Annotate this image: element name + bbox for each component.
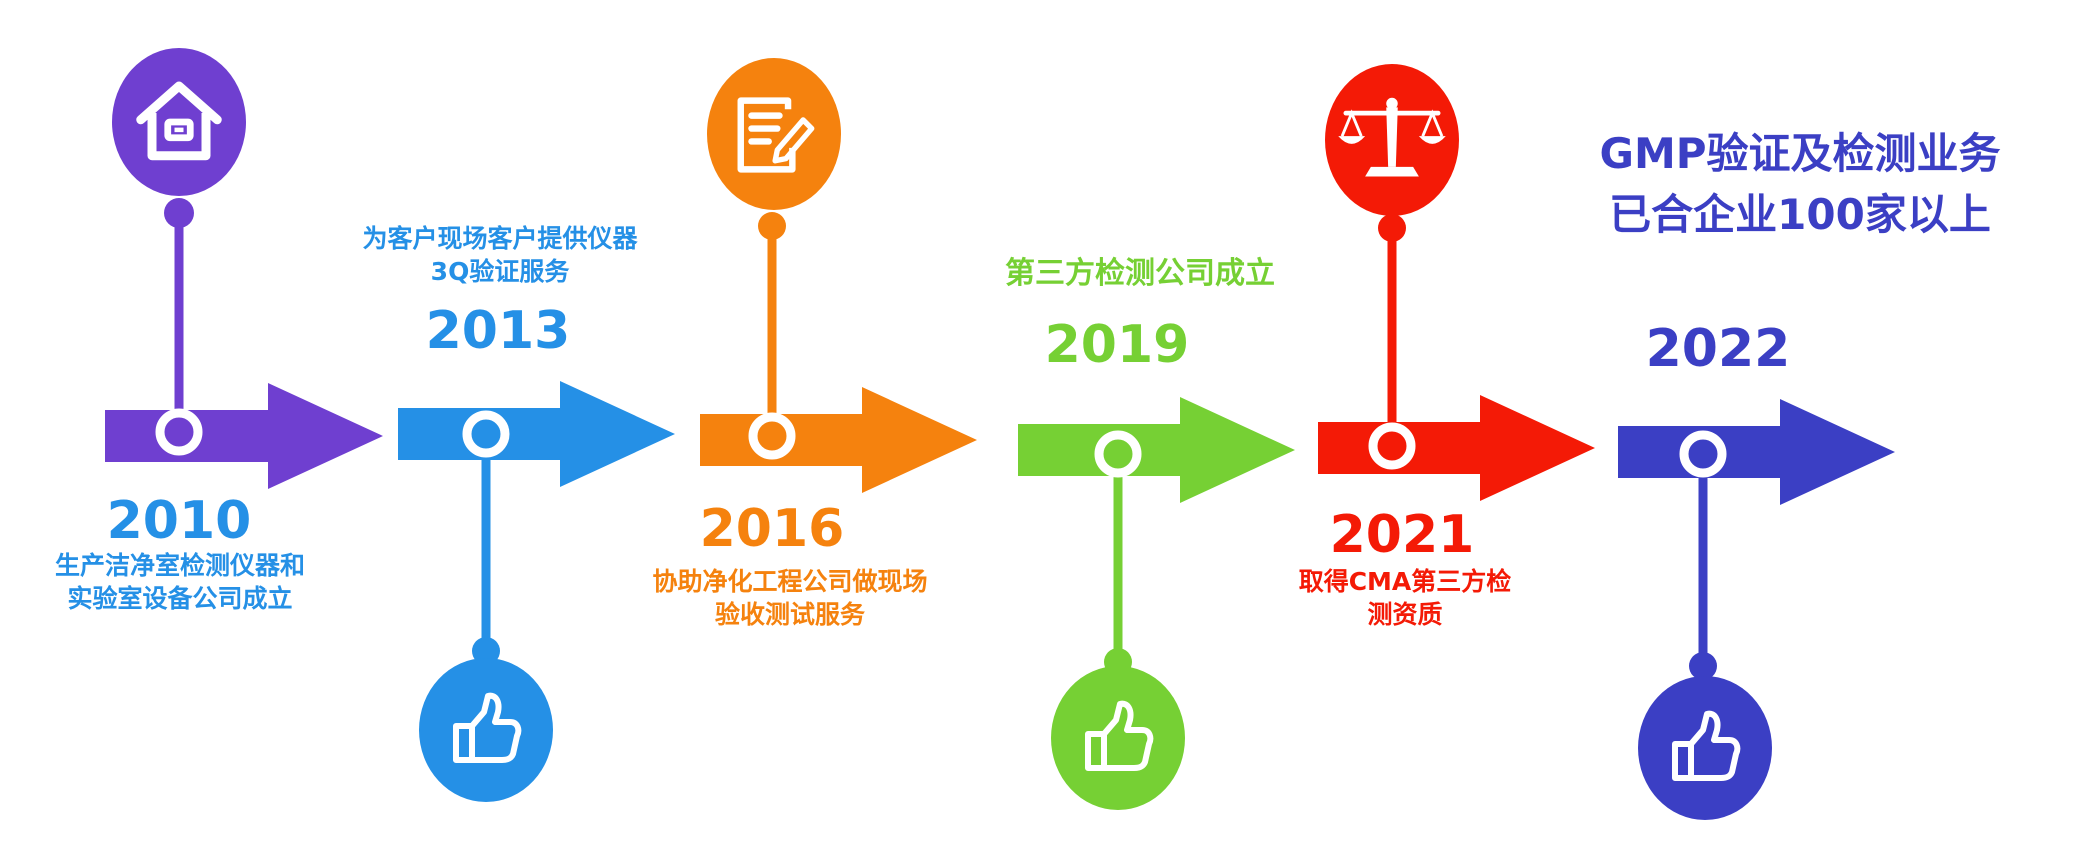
milestone-2022-text: GMP验证及检测业务 已合企业100家以上: [1599, 129, 2001, 239]
arrow-2022: [1618, 399, 1895, 505]
milestone-2013-year: 2013: [425, 301, 571, 361]
milestone-2010-text: 生产洁净室检测仪器和 实验室设备公司成立: [54, 551, 305, 613]
milestone-2016-graphic: [700, 58, 977, 493]
icon-badge-2013: [419, 658, 553, 802]
milestone-2019-year: 2019: [1044, 315, 1190, 375]
timeline-node-2016: [748, 412, 796, 460]
arrow-2010: [105, 383, 383, 489]
arrow-2021: [1318, 395, 1595, 501]
milestone-2010-graphic: [105, 48, 383, 489]
milestone-2013-graphic: [398, 381, 675, 802]
connector-dot-2022: [1689, 652, 1717, 680]
arrow-2019: [1018, 397, 1295, 503]
connector-dot-2013: [472, 637, 500, 665]
milestone-2022-year: 2022: [1645, 319, 1791, 379]
icon-badge-2019: [1051, 666, 1185, 810]
arrow-2013: [398, 381, 675, 487]
milestone-2010-year: 2010: [106, 491, 252, 551]
milestone-2016-text: 协助净化工程公司做现场 验收测试服务: [652, 567, 928, 629]
connector-dot-2010: [164, 198, 194, 228]
connector-dot-2016: [758, 212, 786, 240]
timeline-node-2019: [1094, 430, 1142, 478]
milestone-2019-text: 第三方检测公司成立: [1005, 256, 1275, 291]
milestone-2021-text: 取得CMA第三方检 测资质: [1298, 567, 1512, 629]
connector-dot-2021: [1378, 214, 1406, 242]
milestone-2013-text: 为客户现场客户提供仪器 3Q验证服务: [362, 224, 638, 286]
timeline-node-2013: [462, 410, 510, 458]
milestone-2021-graphic: [1318, 64, 1595, 501]
milestone-2021-year: 2021: [1329, 505, 1475, 565]
timeline-node-2010: [155, 408, 203, 456]
icon-badge-2022: [1638, 676, 1772, 820]
arrow-2016: [700, 387, 977, 493]
timeline-node-2022: [1679, 430, 1727, 478]
icon-badge-2016: [707, 58, 841, 210]
milestone-2019-graphic: [1018, 397, 1295, 810]
milestone-2022-graphic: [1618, 399, 1895, 820]
milestone-2016-year: 2016: [699, 499, 845, 559]
timeline-node-2021: [1368, 422, 1416, 470]
